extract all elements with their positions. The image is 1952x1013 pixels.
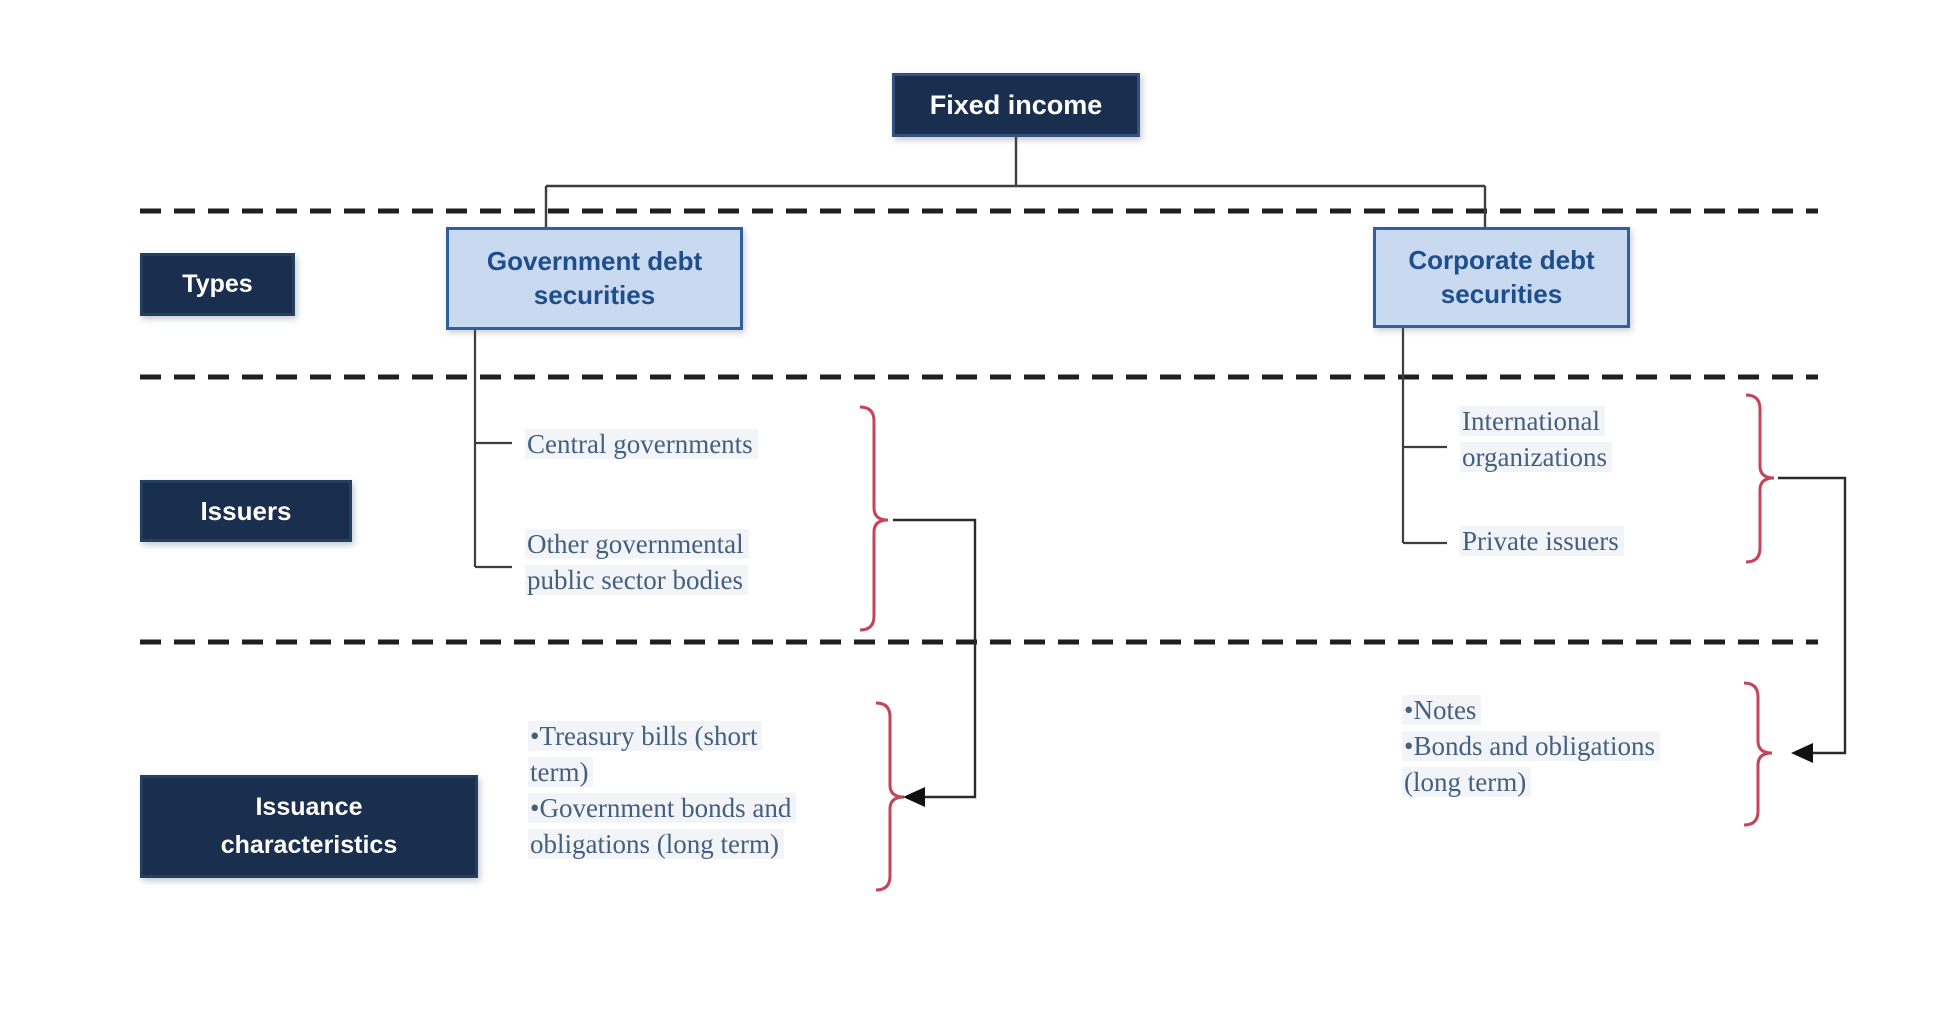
fixed-income-node: Fixed income — [892, 73, 1140, 137]
issuer-private-issuers: Private issuers — [1460, 523, 1624, 559]
issuance-label-line1: Issuance — [255, 793, 363, 821]
fixed-income-label: Fixed income — [929, 89, 1103, 120]
issuer-international-organizations: International organizations — [1460, 403, 1612, 475]
arrowhead-government — [903, 787, 925, 807]
gov-issuance-line2: term) — [528, 754, 796, 790]
types-label: Types — [182, 270, 253, 298]
government-box-line1: Government debt — [486, 245, 703, 276]
row-label-types: Types — [140, 253, 295, 316]
government-issuance-list: •Treasury bills (short term) •Government… — [528, 718, 797, 862]
government-issuer-tree — [473, 330, 512, 569]
row-label-issuers: Issuers — [140, 480, 352, 542]
government-debt-securities-node: Government debt securities — [446, 227, 743, 330]
international-line1: International — [1460, 403, 1612, 439]
other-governmental-line1: Other governmental — [525, 526, 749, 562]
corp-issuance-line2: •Bonds and obligations — [1402, 728, 1660, 764]
corporate-issuer-tree — [1401, 328, 1447, 545]
gov-issuance-line4: obligations (long term) — [528, 826, 796, 862]
issuance-label-line2: characteristics — [220, 830, 398, 859]
arrowhead-corporate — [1791, 743, 1813, 763]
corp-issuance-line3: (long term) — [1402, 764, 1660, 800]
brace-government-issuance — [875, 701, 905, 892]
row-label-issuance-characteristics: Issuance characteristics — [140, 775, 478, 878]
brace-corporate-issuers — [1745, 393, 1775, 564]
gov-issuance-line1: •Treasury bills (short — [528, 718, 796, 754]
gov-issuance-line3: •Government bonds and — [528, 790, 797, 826]
corp-issuance-line1: •Notes — [1402, 692, 1660, 728]
root-connector — [544, 137, 1487, 227]
government-box-line2: securities — [533, 279, 656, 310]
connector-government-issuers-to-issuance — [893, 518, 977, 799]
government-box-label: Government debt securities — [487, 245, 702, 313]
corporate-box-line1: Corporate debt — [1408, 244, 1595, 275]
corporate-debt-securities-node: Corporate debt securities — [1373, 227, 1630, 328]
private-issuers-line1: Private issuers — [1460, 523, 1624, 559]
brace-corporate-issuance — [1743, 681, 1773, 827]
other-governmental-line2: public sector bodies — [525, 562, 749, 598]
brace-government-issuers — [859, 405, 889, 632]
issuers-label: Issuers — [200, 495, 292, 526]
international-line2: organizations — [1460, 439, 1612, 475]
issuer-other-governmental: Other governmental public sector bodies — [525, 526, 749, 598]
issuer-central-governments: Central governments — [525, 426, 758, 462]
issuance-label: Issuance characteristics — [221, 789, 398, 864]
corporate-box-line2: securities — [1440, 278, 1563, 309]
central-governments-line1: Central governments — [525, 426, 758, 462]
connector-corporate-issuers-to-issuance — [1778, 476, 1847, 755]
corporate-box-label: Corporate debt securities — [1408, 244, 1594, 312]
corporate-issuance-list: •Notes •Bonds and obligations (long term… — [1402, 692, 1660, 800]
